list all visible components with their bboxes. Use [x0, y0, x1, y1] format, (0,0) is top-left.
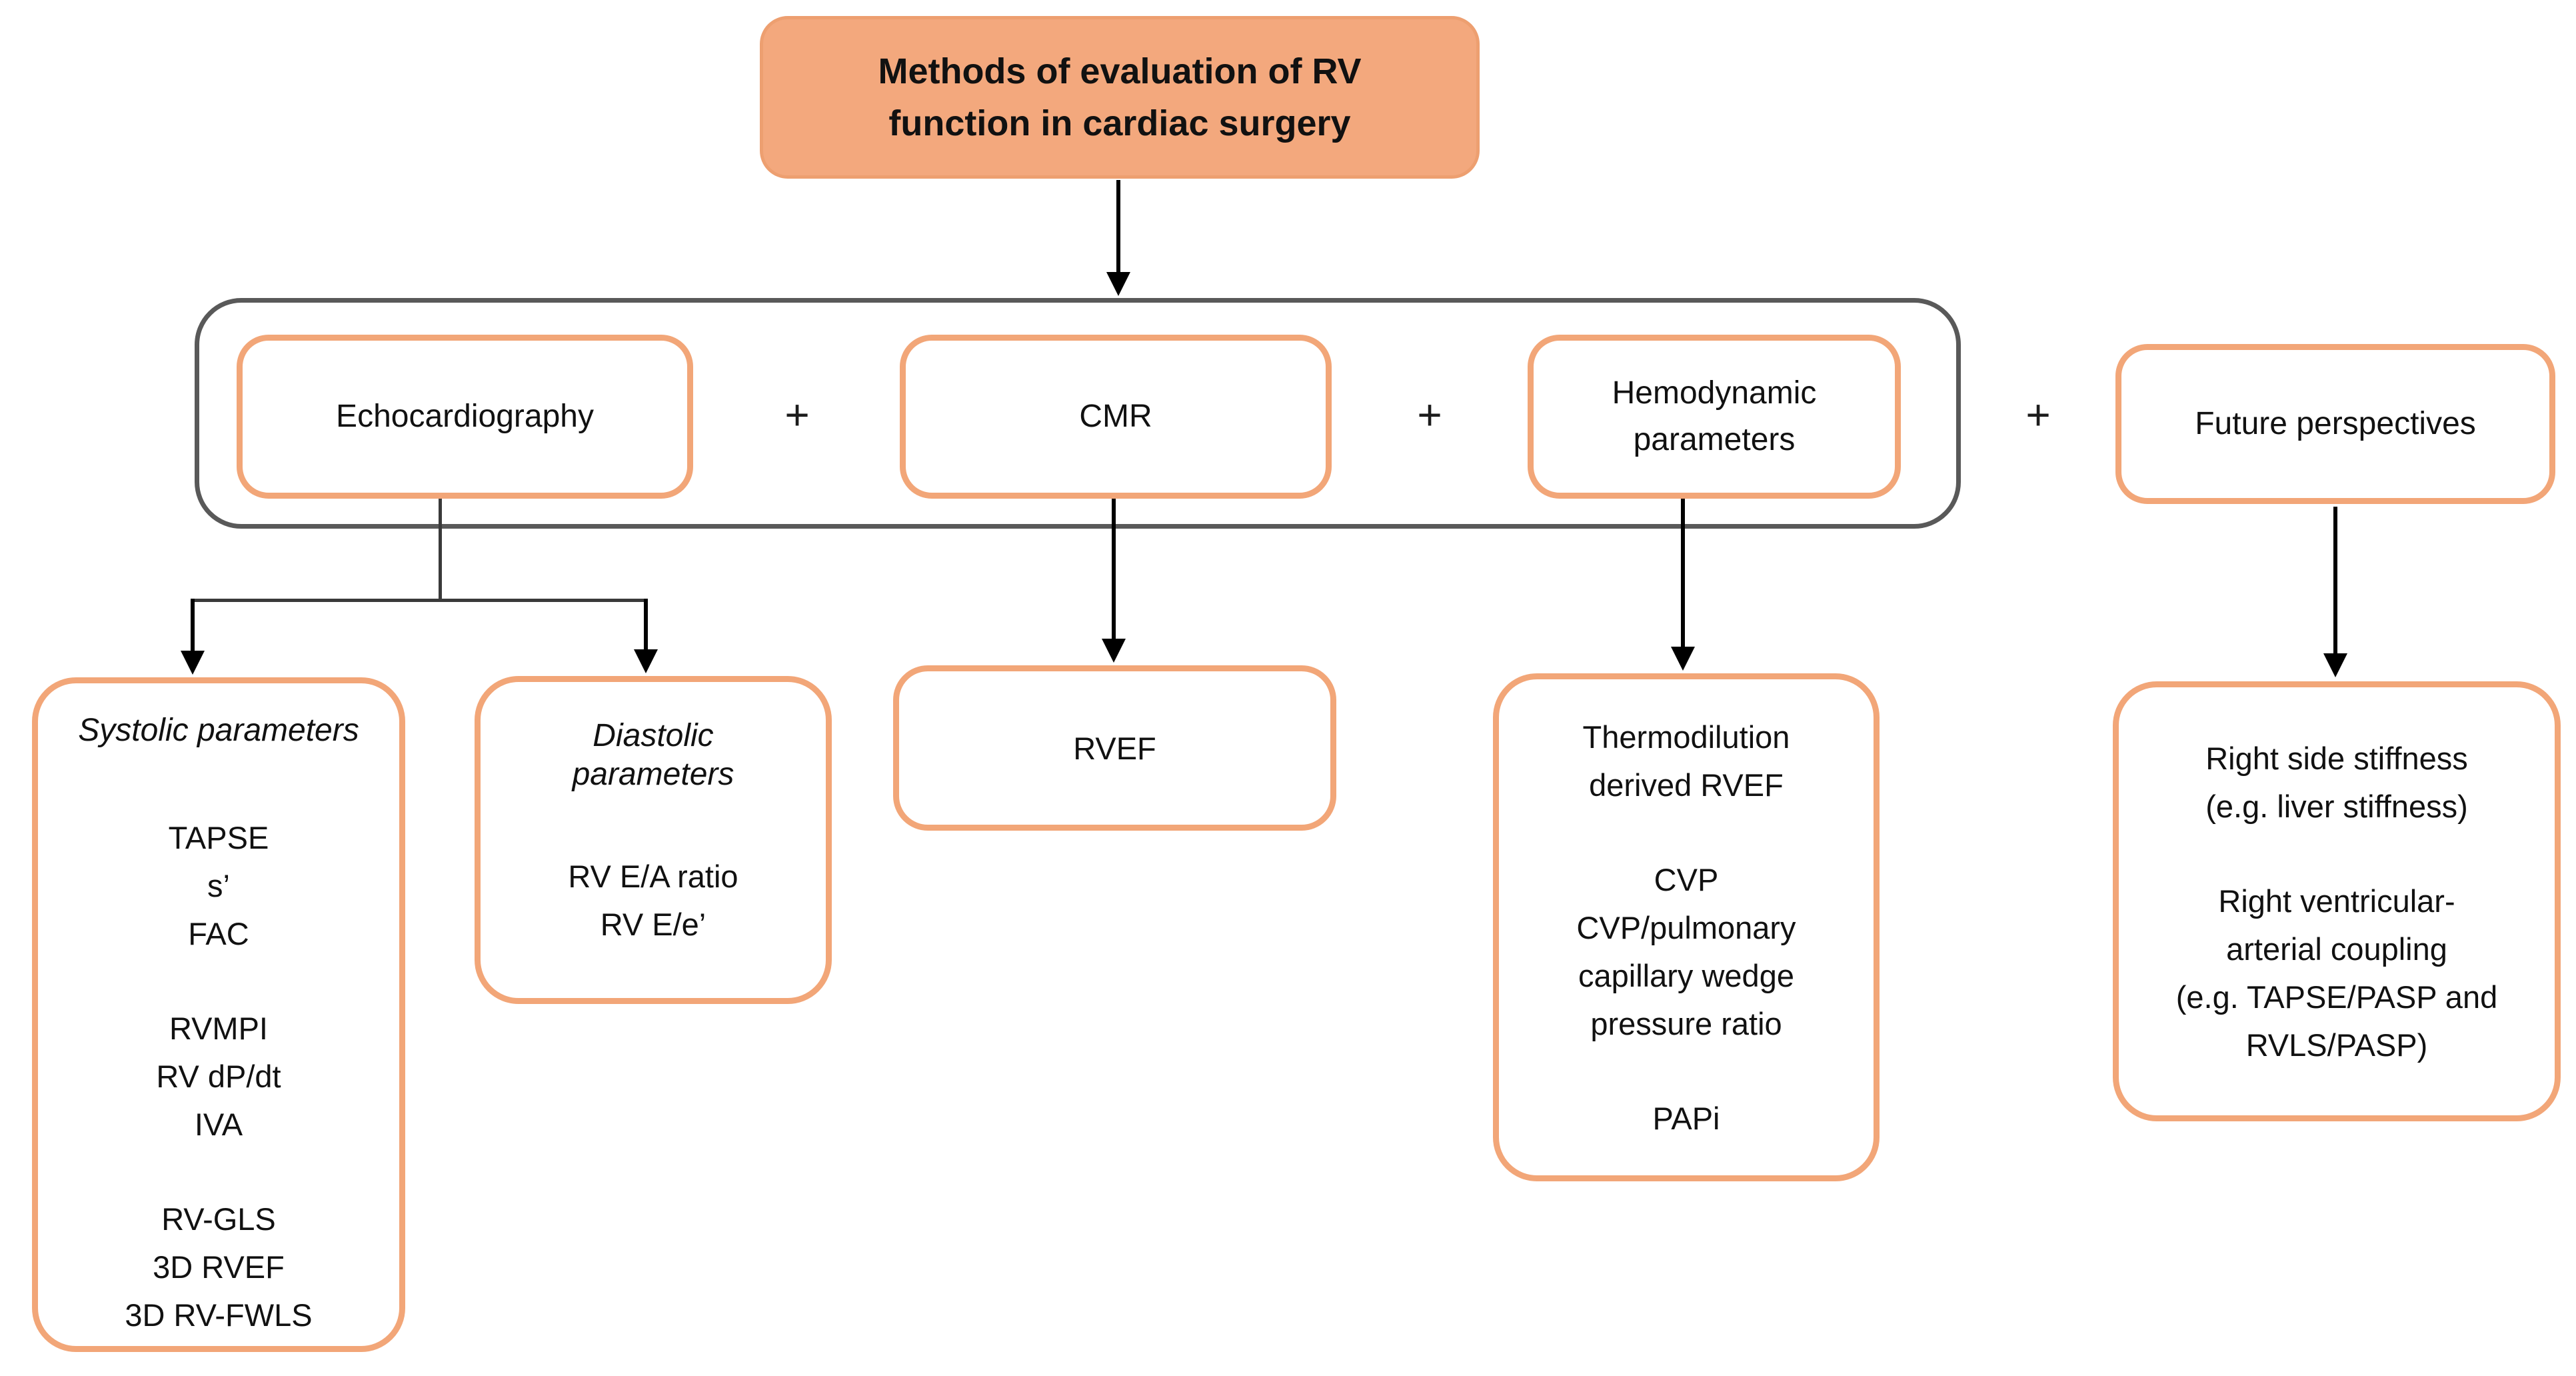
plus-operator-1: + [784, 391, 810, 439]
text-line: RV-GLS [161, 1201, 276, 1237]
text-line: RV dP/dt [156, 1059, 281, 1095]
echo-branch-bar [191, 599, 648, 602]
node-label: Hemodynamic parameters [1612, 375, 1817, 457]
node-label: CMR [1079, 399, 1152, 435]
leaf-item-list: Right side stiffness (e.g. liver stiffnes… [2176, 734, 2497, 1069]
plus-operator-2: + [1417, 391, 1442, 439]
node-label: Echocardiography [336, 399, 594, 435]
text-line: 3D RVEF [153, 1249, 285, 1285]
root-title: Methods of evaluation of RV function in … [878, 51, 1362, 143]
text-line: derived RVEF [1589, 767, 1784, 803]
leaf-item-list: RVEF [1073, 724, 1156, 772]
arrow-hemodynamic-to-child [1671, 499, 1695, 671]
arrowhead-icon [1671, 647, 1695, 671]
text-line: arterial coupling [2226, 931, 2447, 967]
arrowhead-icon [181, 651, 205, 675]
arrow-echo-to-diastolic [634, 599, 658, 673]
text-line: 3D RV-FWLS [125, 1297, 313, 1333]
node-future-perspectives: Future perspectives [2115, 344, 2555, 504]
arrow-title-to-container [1106, 180, 1130, 296]
text-line: RV E/A ratio [568, 858, 738, 894]
leaf-item-list: Thermodilution derived RVEF CVP CVP/pulmona… [1576, 713, 1796, 1142]
node-cmr: CMR [900, 335, 1332, 499]
text-line: s’ [207, 868, 230, 904]
text-line: capillary wedge [1578, 957, 1794, 993]
plus-operator-3: + [2025, 391, 2051, 439]
text-line: RVMPI [169, 1011, 268, 1047]
arrowhead-icon [1102, 639, 1126, 663]
leaf-future-measures: Right side stiffness (e.g. liver stiffnes… [2113, 681, 2561, 1121]
text-line: CVP/pulmonary [1576, 909, 1796, 945]
leaf-title: Diastolic parameters [572, 718, 734, 792]
leaf-item-list: RV E/A ratio RV E/e’ [568, 852, 738, 948]
text-line: Right ventricular- [2218, 883, 2455, 919]
text-line: (e.g. liver stiffness) [2205, 788, 2468, 824]
leaf-hemodynamic-measures: Thermodilution derived RVEF CVP CVP/pulmona… [1493, 673, 1880, 1181]
leaf-rvef: RVEF [893, 665, 1336, 831]
text-line: IVA [194, 1107, 243, 1143]
text-line: FAC [188, 916, 249, 952]
node-label: Future perspectives [2195, 406, 2476, 442]
arrow-future-to-child [2323, 507, 2347, 677]
leaf-title: Systolic parameters [78, 713, 359, 748]
text-line: pressure ratio [1590, 1005, 1782, 1041]
echo-branch-stem [439, 499, 442, 600]
text-line: CVP [1654, 861, 1719, 897]
text-line: PAPi [1652, 1100, 1720, 1136]
text-line: TAPSE [168, 820, 269, 856]
text-line: (e.g. TAPSE/PASP and [2175, 979, 2498, 1015]
arrow-echo-to-systolic [181, 599, 205, 675]
arrow-cmr-to-rvef [1102, 499, 1126, 663]
root-node-methods-of-evaluation: Methods of evaluation of RV function in … [760, 16, 1480, 179]
text-line: Thermodilution [1582, 719, 1790, 755]
arrowhead-icon [2323, 653, 2347, 677]
text-line: RVEF [1073, 730, 1156, 766]
node-hemodynamic-parameters: Hemodynamic parameters [1528, 335, 1901, 499]
text-line: Right side stiffness [2205, 740, 2468, 776]
text-line: RVLS/PASP) [2245, 1027, 2428, 1063]
leaf-diastolic-parameters: Diastolic parameters RV E/A ratio RV E/e’ [475, 676, 832, 1004]
modalities-container [195, 298, 1961, 529]
text-line: RV E/e’ [600, 906, 706, 942]
leaf-systolic-parameters: Systolic parameters TAPSE s’ FAC RVMPI RV dP… [32, 677, 405, 1352]
arrowhead-icon [1106, 272, 1130, 296]
arrowhead-icon [634, 649, 658, 673]
node-echocardiography: Echocardiography [237, 335, 693, 499]
